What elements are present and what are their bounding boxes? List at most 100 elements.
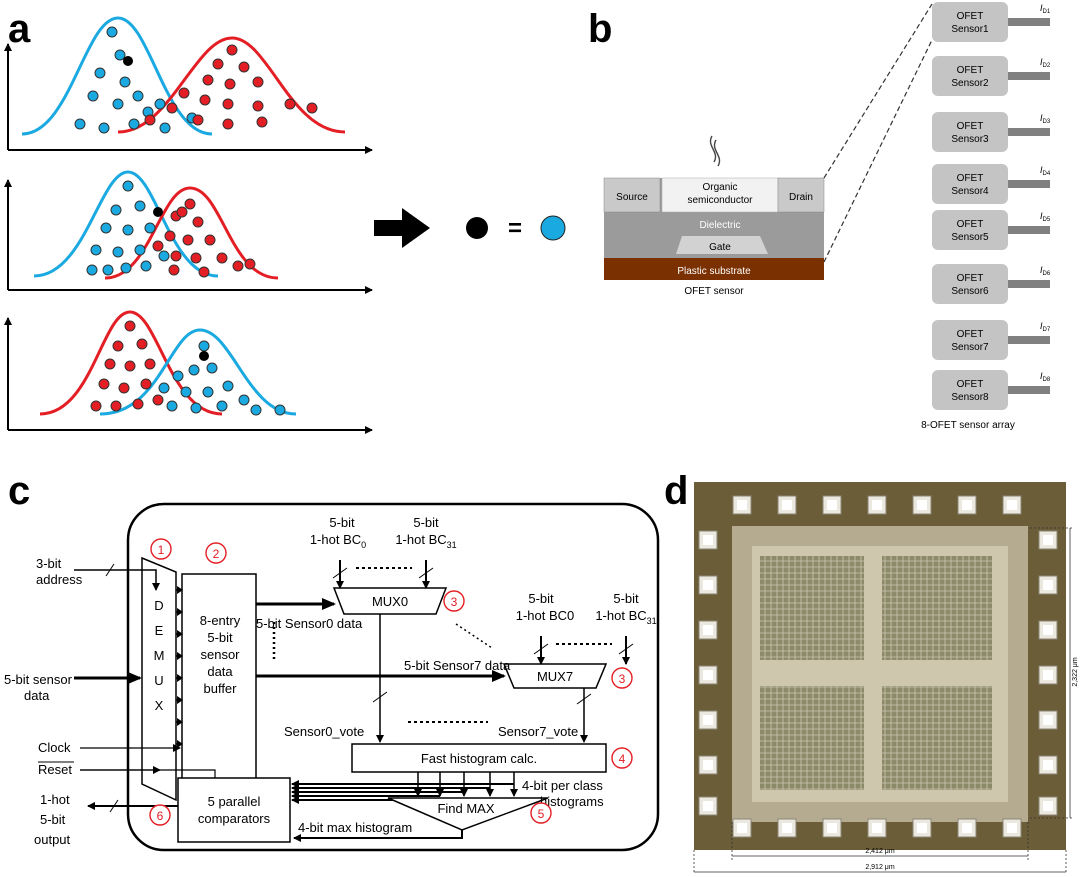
sensor-label-line2: Sensor8	[951, 392, 989, 403]
comparators-label-line2: comparators	[198, 811, 271, 826]
red-points-3	[90, 320, 164, 412]
mux7-block	[502, 663, 608, 689]
black-point-2	[153, 207, 163, 217]
step-3b: 3	[619, 672, 626, 686]
zoom-line-top	[823, 3, 933, 179]
current-label: ID3	[1040, 113, 1051, 125]
dimension-inner: 2,412 μm	[865, 848, 894, 855]
sensor-data-label-line2: data	[24, 688, 50, 703]
sensor-label-line1: OFET	[957, 379, 984, 390]
red-curve-1	[117, 36, 346, 134]
current-label: ID8	[1040, 371, 1051, 383]
blue-points-1	[74, 26, 198, 134]
sensor-data-label-line1: 5-bit sensor	[4, 672, 73, 687]
max-histogram-label: 4-bit max histogram	[298, 820, 412, 835]
gate-label: Gate	[709, 242, 731, 253]
mux7-label: MUX7	[537, 669, 573, 684]
current-label: ID4	[1040, 165, 1051, 177]
buffer-label: buffer	[203, 681, 237, 696]
sensor7-vote-label: Sensor7_vote	[498, 724, 578, 739]
histogram-label: Fast histogram calc.	[421, 751, 537, 766]
blue-points-2	[86, 180, 170, 276]
current-label: ID5	[1040, 211, 1051, 223]
sensor-6: OFET Sensor6 ID6	[932, 264, 1051, 304]
output-label-line3: output	[34, 832, 71, 847]
red-curve-2	[104, 186, 279, 280]
output-label-line1: 1-hot	[40, 792, 70, 807]
step-5: 5	[538, 807, 545, 821]
demux-letter: U	[154, 673, 163, 688]
sensor-label-line2: Sensor1	[951, 24, 989, 35]
result-arrow-icon	[374, 208, 430, 248]
organic-label-line2: semiconductor	[687, 195, 753, 206]
red-points-2	[152, 198, 256, 278]
sensor0-vote-label: Sensor0_vote	[284, 724, 364, 739]
bc31-mux7-label-line1: 5-bit	[613, 591, 639, 606]
buffer-label: data	[207, 664, 233, 679]
buffer-label: 8-entry	[200, 613, 241, 628]
panel-label-a: a	[8, 7, 31, 51]
sensor7-data-label: 5-bit Sensor7 data	[404, 658, 511, 673]
bc0-label-line2: 1-hot BC0	[310, 532, 366, 550]
dimension-right: 2,322 μm	[1072, 657, 1079, 686]
distribution-plot-2	[4, 170, 373, 294]
vapor-icon	[709, 135, 721, 167]
step-2: 2	[213, 547, 220, 561]
clock-label: Clock	[38, 740, 71, 755]
findmax-label: Find MAX	[437, 801, 494, 816]
findmax-block	[387, 797, 549, 831]
current-label: ID1	[1040, 3, 1051, 15]
ofet-cross-section: Source Organic semiconductor Drain Diele…	[603, 135, 825, 297]
dimension-lines	[693, 527, 1074, 874]
sensor-label-line1: OFET	[957, 219, 984, 230]
sensor-label-line1: OFET	[957, 329, 984, 340]
substrate-label: Plastic substrate	[677, 266, 751, 277]
demux-letter: D	[154, 598, 163, 613]
current-label: ID6	[1040, 265, 1051, 277]
sensor0-data-label: 5-bit Sensor0 data	[256, 616, 363, 631]
chip-micrograph	[694, 482, 1066, 850]
sensor-label-line1: OFET	[957, 65, 984, 76]
bc31-label-line1: 5-bit	[413, 515, 439, 530]
step-4: 4	[619, 752, 626, 766]
red-points-1	[144, 44, 318, 130]
organic-label-line1: Organic	[702, 182, 737, 193]
demux-letter: M	[154, 648, 165, 663]
drain-label: Drain	[789, 192, 813, 203]
sensor-label-line1: OFET	[957, 173, 984, 184]
bc0-mux7-label-line2: 1-hot BC0	[516, 608, 575, 623]
distribution-plot-3	[4, 310, 373, 434]
sensor-label-line2: Sensor7	[951, 342, 989, 353]
dimension-outer: 2,912 μm	[865, 864, 894, 871]
black-dot-icon	[466, 217, 488, 239]
sensor-8: OFET Sensor8 ID8	[932, 370, 1051, 410]
blue-curve-2	[33, 170, 219, 278]
equals-sign: =	[508, 215, 522, 242]
sensor-4: OFET Sensor4 ID4	[932, 164, 1051, 204]
demux-letter: E	[155, 623, 164, 638]
bc0-mux7-label-line1: 5-bit	[528, 591, 554, 606]
sensor-label-line1: OFET	[957, 273, 984, 284]
source-label: Source	[616, 192, 648, 203]
step-markers: 1 2 3 3 4 5 6	[149, 538, 633, 826]
mux0-label: MUX0	[372, 594, 408, 609]
blue-dot-icon	[540, 215, 566, 241]
sensor-label-line2: Sensor6	[951, 286, 989, 297]
step-1: 1	[158, 543, 165, 557]
histogram-block	[351, 743, 607, 773]
panel-label-b: b	[588, 7, 612, 51]
black-point-3	[199, 351, 209, 361]
sensor-label-line2: Sensor4	[951, 186, 989, 197]
array-caption: 8-OFET sensor array	[921, 420, 1015, 431]
sensor-label-line2: Sensor2	[951, 78, 989, 89]
bc0-label-line1: 5-bit	[329, 515, 355, 530]
zoom-line-bottom	[823, 39, 933, 263]
sensor-label-line2: Sensor3	[951, 134, 989, 145]
panel-label-d: d	[664, 469, 688, 513]
address-label-line1: 3-bit	[36, 556, 62, 571]
per-class-label-line1: 4-bit per class	[522, 778, 603, 793]
